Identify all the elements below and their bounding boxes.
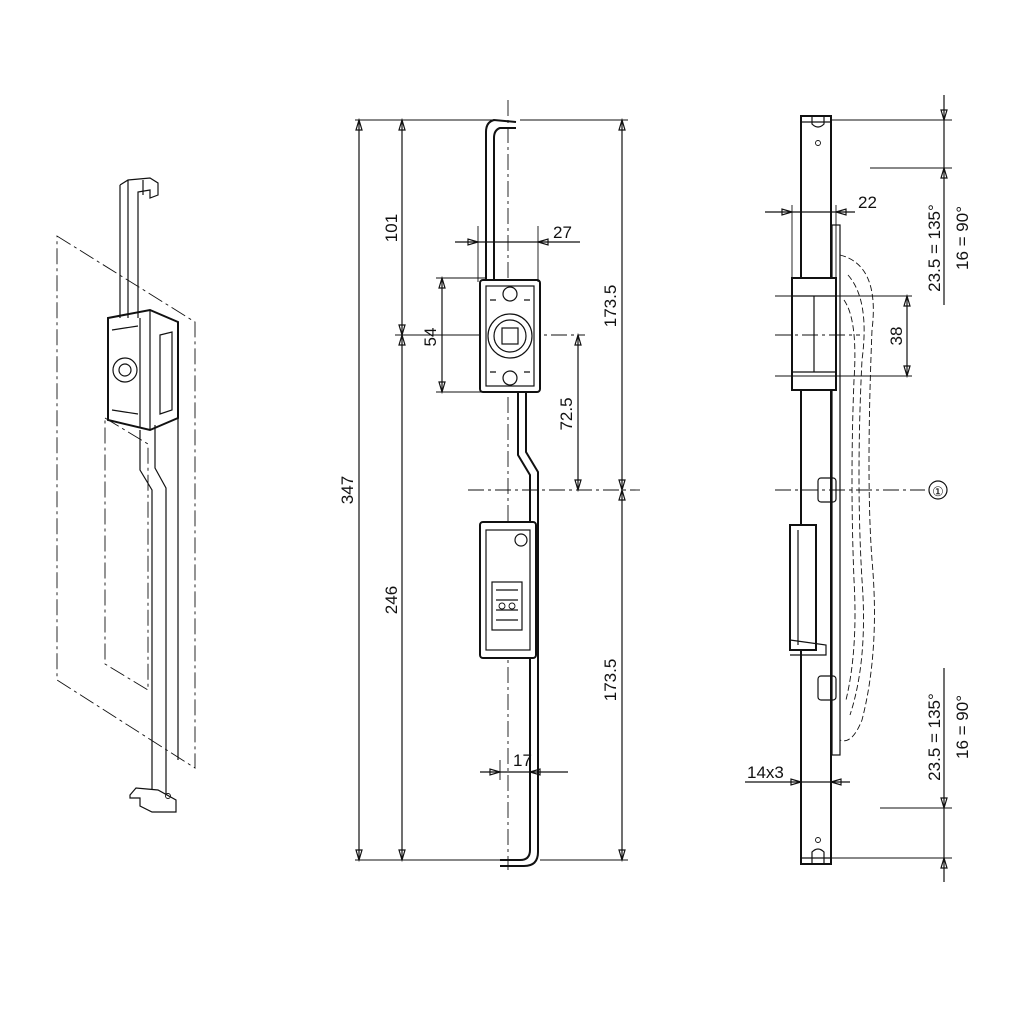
dim-lower-half: 173.5 <box>601 659 620 702</box>
dim-bar-offset: 27 <box>553 223 572 242</box>
dim-upper-half: 173.5 <box>601 285 620 328</box>
angle-lower-1: 23.5 = 135° <box>925 693 944 781</box>
dim-lower-part: 246 <box>382 586 401 614</box>
dim-top-to-center: 101 <box>382 214 401 242</box>
isometric-view <box>56 177 196 813</box>
dim-center-offset: 72.5 <box>557 397 576 430</box>
callout-1: ① <box>932 484 944 499</box>
callout-1-circle <box>928 480 948 500</box>
side-view: ① 22 38 14x3 23.5 = 135° 16 = 90° 23.5 =… <box>745 95 972 882</box>
dim-depth: 22 <box>858 193 877 212</box>
dim-bar-width: 17 <box>513 751 532 770</box>
dim-cam-height: 38 <box>887 327 906 346</box>
dim-bar-section: 14x3 <box>747 763 784 782</box>
angle-upper-1: 23.5 = 135° <box>925 204 944 292</box>
dim-housing-height: 54 <box>421 328 440 347</box>
front-view: 347 101 246 173.5 173.5 27 54 72.5 17 <box>338 100 640 870</box>
dim-overall-height: 347 <box>338 476 357 504</box>
angle-lower-2: 16 = 90° <box>953 695 972 759</box>
angle-upper-2: 16 = 90° <box>953 206 972 270</box>
